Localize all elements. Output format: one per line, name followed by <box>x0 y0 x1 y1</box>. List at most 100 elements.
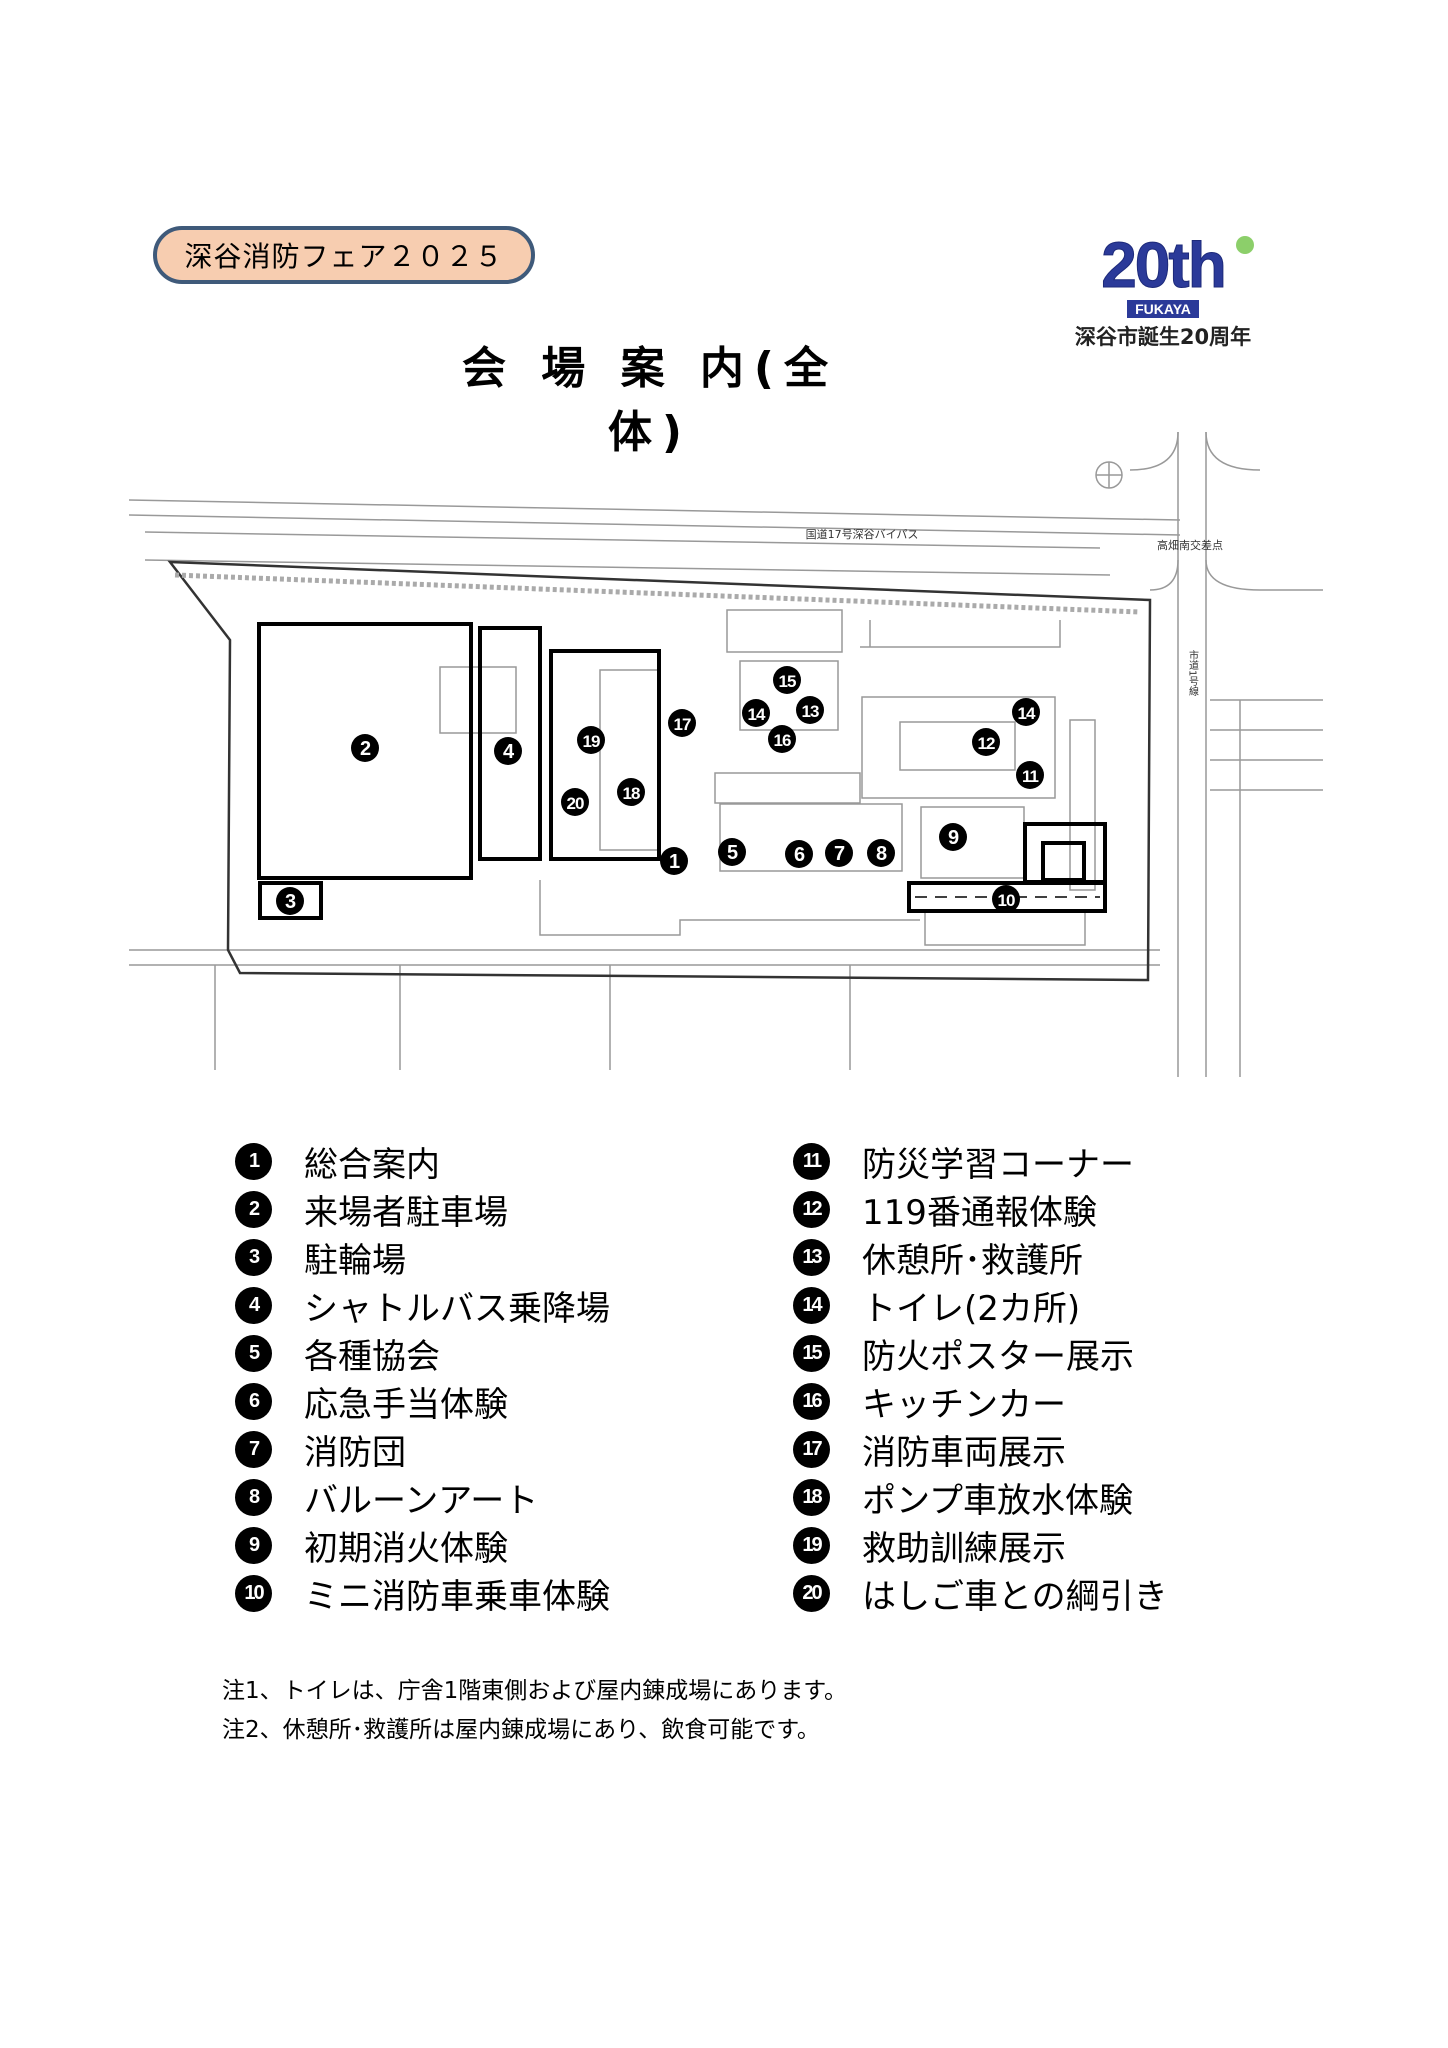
legend-label: 駐輪場 <box>304 1240 406 1281</box>
marker-number: 17 <box>674 715 691 734</box>
legend-number: 20 <box>793 1574 830 1612</box>
marker-number: 16 <box>774 731 791 750</box>
marker-circle <box>276 887 304 915</box>
legend-label: 休憩所･救護所 <box>862 1240 1083 1281</box>
marker-number: 15 <box>779 672 796 691</box>
map-marker-14: 14 <box>1012 698 1040 726</box>
map-marker-5: 5 <box>718 838 746 866</box>
event-badge: 深谷消防フェア２０２５ <box>153 226 535 284</box>
intersection-label: 高畑南交差点 <box>1157 538 1223 552</box>
map-marker-8: 8 <box>867 839 895 867</box>
marker-number: 8 <box>876 843 887 865</box>
legend-number: 3 <box>235 1238 272 1276</box>
map-marker-1: 1 <box>660 847 688 875</box>
note-2: 注2、休憩所･救護所は屋内錬成場にあり、飲食可能です。 <box>222 1717 820 1743</box>
legend-label: はしご車との綱引き <box>862 1576 1168 1617</box>
logo-caption: 深谷市誕生20周年 <box>1074 325 1252 349</box>
legend-number: 12 <box>793 1190 830 1228</box>
map-marker-9: 9 <box>939 823 967 851</box>
legend-number: 16 <box>793 1382 830 1420</box>
legend-label: 防災学習コーナー <box>862 1144 1134 1185</box>
map-marker-4: 4 <box>494 737 522 765</box>
legend-label: キッチンカー <box>862 1384 1066 1425</box>
marker-number: 6 <box>794 844 805 866</box>
compass-icon <box>1095 461 1123 489</box>
road-label: 国道17号深谷バイパス <box>806 527 919 541</box>
map-marker-3: 3 <box>276 887 304 915</box>
marker-number: 3 <box>285 891 296 913</box>
map-marker-18: 18 <box>617 778 645 806</box>
legend-label: 総合案内 <box>304 1144 440 1185</box>
marker-number: 19 <box>583 732 600 751</box>
page-title: 会 場 案 内(全体) <box>461 343 839 458</box>
legend-item: 7 消防団 <box>235 1426 406 1473</box>
canopy-inner-box <box>1041 841 1086 882</box>
legend-label: ポンプ車放水体験 <box>862 1480 1133 1521</box>
marker-number: 1 <box>669 851 680 873</box>
marker-circle <box>577 726 605 754</box>
marker-circle <box>785 840 813 868</box>
legend-number: 18 <box>793 1478 830 1516</box>
marker-number: 14 <box>1018 704 1036 723</box>
map-marker-19: 19 <box>577 726 605 754</box>
area-3-box <box>258 881 323 920</box>
legend-item: 9 初期消火体験 <box>235 1522 508 1569</box>
legend-number: 19 <box>793 1526 830 1564</box>
map-marker-6: 6 <box>785 840 813 868</box>
legend-label: 来場者駐車場 <box>304 1192 508 1233</box>
marker-circle <box>668 709 696 737</box>
marker-number: 20 <box>567 794 584 813</box>
map-marker-12: 12 <box>972 728 1000 756</box>
canopy-box <box>1023 822 1107 884</box>
legend-item: 20 はしご車との綱引き <box>793 1570 1168 1617</box>
map-marker-16: 16 <box>768 725 796 753</box>
marker-number: 5 <box>727 842 738 864</box>
marker-circle <box>992 885 1020 913</box>
map-marker-15: 15 <box>773 666 801 694</box>
legend-number: 14 <box>793 1286 830 1324</box>
map-marker-17: 17 <box>668 709 696 737</box>
marker-number: 4 <box>503 741 515 763</box>
legend-number: 9 <box>235 1526 272 1564</box>
marker-circle <box>939 823 967 851</box>
area-19-20-box <box>549 649 661 861</box>
note-1: 注1、トイレは、庁舎1階東側および屋内錬成場にあります。 <box>222 1678 847 1704</box>
marker-number: 2 <box>360 738 371 760</box>
marker-number: 10 <box>998 891 1015 910</box>
legend-label: ミニ消防車乗車体験 <box>304 1576 610 1617</box>
marker-number: 9 <box>948 827 959 849</box>
map-marker-13: 13 <box>796 696 824 724</box>
marker-circle <box>561 788 589 816</box>
marker-circle <box>825 839 853 867</box>
marker-circle <box>1012 698 1040 726</box>
marker-circle <box>768 725 796 753</box>
marker-circle <box>494 737 522 765</box>
legend-label: シャトルバス乗降場 <box>304 1288 610 1329</box>
map-marker-20: 20 <box>561 788 589 816</box>
legend-label: 初期消火体験 <box>304 1528 508 1569</box>
map-marker-2: 2 <box>351 734 379 762</box>
legend-number: 4 <box>235 1286 272 1324</box>
area-2-box <box>257 622 473 880</box>
legend-label: トイレ(2カ所) <box>862 1288 1081 1329</box>
marker-number: 7 <box>834 843 845 865</box>
marker-circle <box>1016 761 1044 789</box>
legend-label: 消防団 <box>304 1432 406 1473</box>
marker-circle <box>718 838 746 866</box>
legend-label: 消防車両展示 <box>862 1432 1066 1473</box>
legend-item: 11 防災学習コーナー <box>793 1138 1134 1185</box>
legend-number: 7 <box>235 1430 272 1468</box>
marker-circle <box>617 778 645 806</box>
logo-big-text: 20th <box>1101 229 1228 301</box>
legend-number: 11 <box>793 1142 830 1180</box>
legend-label: 防火ポスター展示 <box>862 1336 1134 1377</box>
legend-number: 2 <box>235 1190 272 1228</box>
map-linework <box>128 431 1323 1077</box>
